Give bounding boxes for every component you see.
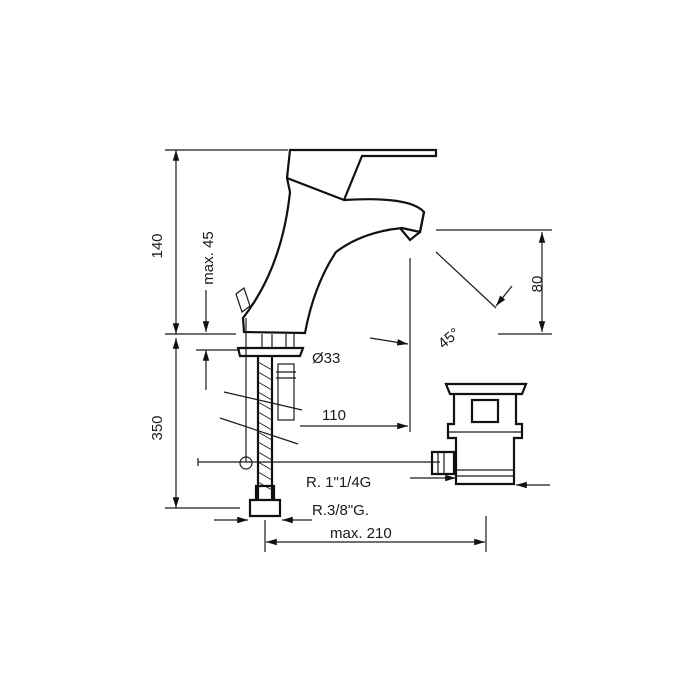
dim-thread-supply-label: R.3/8"G.	[312, 502, 369, 519]
waste-flange	[444, 382, 528, 396]
hose-nut	[248, 484, 282, 518]
dim-110-label: 110	[322, 407, 346, 424]
dimension-lines	[165, 149, 552, 552]
base-plate	[236, 346, 305, 358]
dim-angle-label: 45°	[435, 325, 463, 353]
lift-rod-knob	[235, 287, 251, 313]
mounting-shank	[261, 334, 295, 348]
aerator	[399, 211, 426, 242]
dim-max210-label: max. 210	[330, 525, 392, 542]
faucet-body	[241, 177, 426, 335]
dim-diameter-label: Ø33	[312, 350, 340, 367]
dim-thread-waste-label: R. 1"1/4G	[306, 474, 371, 491]
dim-140-label: 140	[149, 233, 166, 258]
lever-handle	[285, 148, 438, 202]
rod-clip	[239, 456, 253, 470]
faucet-drawing	[197, 148, 440, 518]
dim-350-label: 350	[149, 415, 166, 440]
waste-valve-drawing	[430, 382, 528, 486]
waste-plug	[470, 398, 500, 424]
dim-max45-label: max. 45	[200, 231, 217, 284]
waste-body	[446, 394, 524, 486]
waste-connector	[430, 450, 456, 476]
dim-80-label: 80	[529, 276, 546, 293]
popup-rod	[197, 318, 440, 466]
threaded-stud	[277, 363, 295, 421]
